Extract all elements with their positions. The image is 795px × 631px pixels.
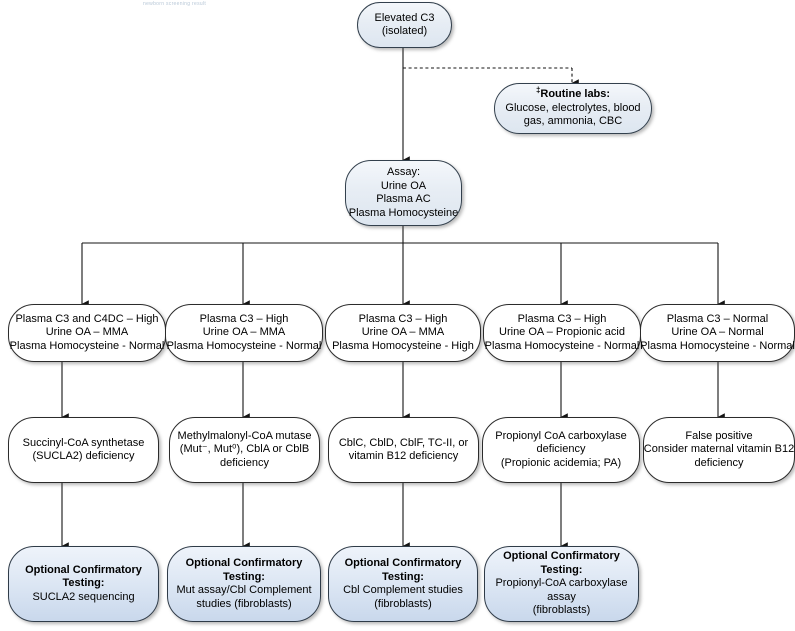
node-confirmatory-2[interactable]: Optional Confirmatory Testing: Mut assay… [167, 546, 321, 622]
node-diagnosis-1[interactable]: Succinyl-CoA synthetase (SUCLA2) deficie… [8, 417, 159, 483]
node-confirmatory-3[interactable]: Optional Confirmatory Testing: Cbl Compl… [328, 546, 478, 622]
assay-line-3: Plasma AC [376, 193, 431, 205]
diagnosis-4-line-3: (Propionic acidemia; PA) [500, 456, 622, 469]
confirmatory-2-heading-2: Testing: [223, 570, 265, 583]
node-confirmatory-1[interactable]: Optional Confirmatory Testing: SUCLA2 se… [8, 546, 159, 622]
findings-3-line-3: Plasma Homocysteine - High [332, 339, 474, 352]
confirmatory-2-heading-1: Optional Confirmatory [185, 557, 303, 569]
findings-4-line-2: Urine OA – Propionic acid [499, 326, 625, 339]
routine-labs-heading-text: Routine labs: [540, 88, 611, 101]
ghost-header-text: newborn screening result [143, 1, 207, 7]
node-diagnosis-5[interactable]: False positive Consider maternal vitamin… [643, 417, 795, 483]
diagnosis-2-line-3: deficiency [220, 456, 269, 469]
confirmatory-1-heading-1: Optional Confirmatory [25, 563, 142, 576]
confirmatory-3-detail-1: Cbl Complement studies [343, 584, 463, 596]
diagnosis-2-line-2: (Mut⁻, Mut⁰), CblA or CblB [179, 443, 310, 456]
confirmatory-1-heading-2: Testing: [62, 577, 105, 590]
routine-labs-marker: ‡ [535, 85, 541, 95]
findings-5-line-2: Urine OA – Normal [671, 326, 764, 339]
node-diagnosis-3[interactable]: CblC, CblD, CblF, TC-II, or vitamin B12 … [328, 417, 479, 483]
diagnosis-1-line-2: (SUCLA2) deficiency [32, 450, 135, 462]
node-routine-labs[interactable]: ‡Routine labs: Glucose, electrolytes, bl… [494, 83, 652, 134]
node-elevated-c3[interactable]: Elevated C3 (isolated) [357, 2, 452, 48]
findings-2-line-3: Plasma Homocysteine - Normal [166, 339, 322, 352]
confirmatory-4-heading-1: Optional Confirmatory [503, 550, 620, 563]
node-findings-1[interactable]: Plasma C3 and C4DC – High Urine OA – MMA… [8, 304, 166, 362]
root-line-1: Elevated C3 [374, 11, 435, 24]
confirmatory-4-heading-2: Testing: [540, 563, 583, 576]
findings-5-line-1: Plasma C3 – Normal [666, 312, 769, 325]
diagnosis-2-line-1: Methylmalonyl-CoA mutase [177, 429, 312, 442]
assay-line-1: Assay: [386, 166, 420, 178]
routine-labs-line-1: Glucose, electrolytes, blood [505, 101, 641, 114]
findings-1-line-3: Plasma Homocysteine - Normal [9, 339, 165, 352]
findings-1-line-2: Urine OA – MMA [45, 326, 129, 339]
findings-2-line-1: Plasma C3 – High [199, 312, 289, 325]
findings-5-line-3: Plasma Homocysteine - Normal [640, 339, 795, 352]
confirmatory-4-detail-2: assay [547, 590, 576, 603]
confirmatory-4-detail-3: (fibroblasts) [532, 604, 591, 617]
confirmatory-1-detail-1: SUCLA2 sequencing [32, 590, 135, 603]
diagnosis-3-line-2: vitamin B12 deficiency [348, 450, 459, 462]
routine-labs-heading: ‡Routine labs: [535, 85, 611, 102]
root-line-2: (isolated) [381, 25, 428, 37]
diagnosis-1-line-1: Succinyl-CoA synthetase [22, 436, 145, 449]
node-diagnosis-2[interactable]: Methylmalonyl-CoA mutase (Mut⁻, Mut⁰), C… [169, 417, 320, 483]
node-findings-2[interactable]: Plasma C3 – High Urine OA – MMA Plasma H… [165, 304, 323, 362]
confirmatory-3-heading-1: Optional Confirmatory [344, 557, 462, 569]
findings-3-line-1: Plasma C3 – High [358, 312, 448, 325]
node-assay[interactable]: Assay: Urine OA Plasma AC Plasma Homocys… [345, 160, 462, 226]
confirmatory-3-detail-2: (fibroblasts) [374, 597, 432, 610]
routine-labs-line-2: gas, ammonia, CBC [523, 115, 623, 128]
diagnosis-5-line-2: Consider maternal vitamin B12 [643, 443, 795, 456]
confirmatory-2-detail-1: Mut assay/Cbl Complement [176, 584, 312, 596]
diagnosis-4-line-1: Propionyl CoA carboxylase [495, 429, 627, 442]
findings-2-line-2: Urine OA – MMA [202, 326, 286, 339]
findings-3-line-2: Urine OA – MMA [361, 326, 445, 339]
assay-line-2: Urine OA [380, 179, 427, 192]
confirmatory-4-detail-1: Propionyl-CoA carboxylase [495, 577, 628, 590]
diagnosis-3-line-1: CblC, CblD, CblF, TC-II, or [338, 436, 469, 449]
confirmatory-2-detail-2: studies (fibroblasts) [196, 597, 292, 610]
diagnosis-5-line-1: False positive [685, 429, 753, 442]
findings-4-line-3: Plasma Homocysteine - Normal [484, 339, 640, 352]
confirmatory-3-heading-2: Testing: [382, 570, 424, 583]
findings-1-line-1: Plasma C3 and C4DC – High [15, 312, 159, 325]
node-confirmatory-4[interactable]: Optional Confirmatory Testing: Propionyl… [484, 546, 639, 622]
assay-line-4: Plasma Homocysteine [348, 206, 459, 219]
node-findings-4[interactable]: Plasma C3 – High Urine OA – Propionic ac… [483, 304, 641, 362]
node-diagnosis-4[interactable]: Propionyl CoA carboxylase deficiency (Pr… [482, 417, 640, 483]
findings-4-line-1: Plasma C3 – High [517, 312, 607, 325]
diagnosis-4-line-2: deficiency [536, 443, 586, 456]
node-findings-5[interactable]: Plasma C3 – Normal Urine OA – Normal Pla… [640, 304, 795, 362]
node-findings-3[interactable]: Plasma C3 – High Urine OA – MMA Plasma H… [325, 304, 481, 362]
diagnosis-5-line-3: deficiency [694, 456, 744, 469]
